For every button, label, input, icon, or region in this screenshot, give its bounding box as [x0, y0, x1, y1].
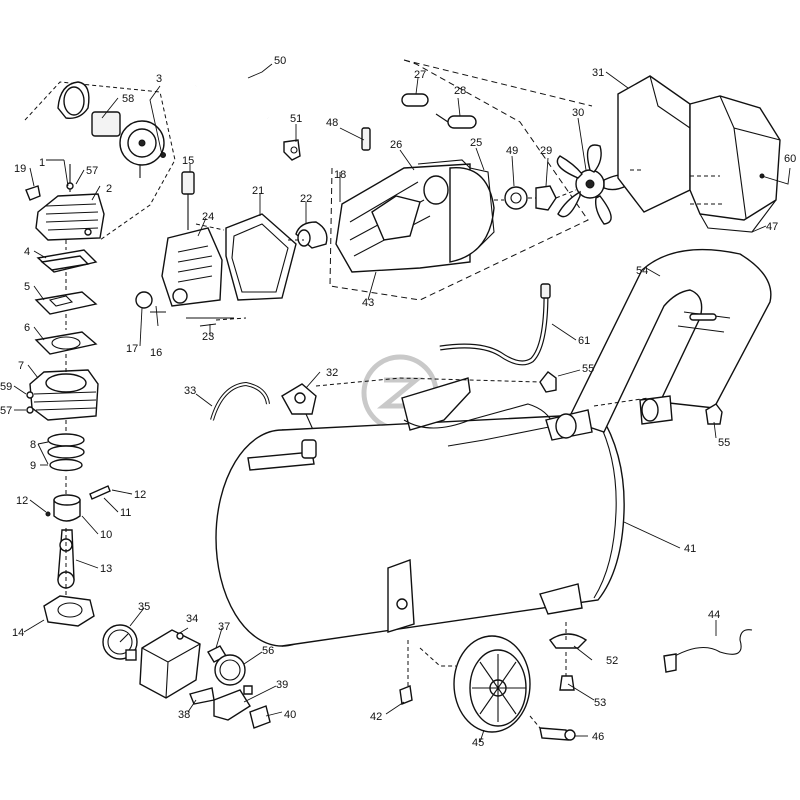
- callout-56: 56: [262, 645, 274, 657]
- callout-13: 13: [100, 563, 112, 575]
- axle-bolt: [539, 727, 576, 741]
- callout-2: 2: [106, 183, 112, 195]
- callout-53: 53: [594, 697, 606, 709]
- fittings-manifold: [189, 645, 271, 729]
- motor-housing: [335, 127, 495, 273]
- callout-38: 38: [178, 709, 190, 721]
- callout-32: 32: [326, 367, 338, 379]
- callout-25: 25: [470, 137, 482, 149]
- motor-group-outline: [329, 59, 589, 301]
- callout-42: 42: [370, 711, 382, 723]
- callout-3: 3: [156, 73, 162, 85]
- callout-45: 45: [472, 737, 484, 749]
- callout-33: 33: [184, 385, 196, 397]
- callout-39: 39: [276, 679, 288, 691]
- air-tank: [215, 413, 625, 647]
- leader-lines: [13, 63, 791, 743]
- callout-55-top: 55: [582, 363, 594, 375]
- hose-50: [195, 76, 270, 119]
- callout-59: 59: [0, 381, 12, 393]
- callout-35: 35: [138, 601, 150, 613]
- fan-and-hub: [504, 144, 628, 225]
- callout-6: 6: [24, 322, 30, 334]
- pressure-gauge-35: [102, 624, 138, 661]
- pump-group-outline: [24, 81, 176, 241]
- callout-19: 19: [14, 163, 26, 175]
- power-cord: [663, 629, 753, 673]
- elbow-fitting-51: [283, 139, 301, 161]
- callout-29: 29: [540, 145, 552, 157]
- callout-7: 7: [18, 360, 24, 372]
- callout-60: 60: [784, 153, 796, 165]
- tube-33: [210, 381, 270, 421]
- callout-40: 40: [284, 709, 296, 721]
- callout-61: 61: [578, 335, 590, 347]
- callout-labels: 1 2 3 4 5 6 7 8 9 10 11 12 12 13 14 15 1…: [0, 55, 796, 749]
- gasket-valve-plate-stack: [34, 249, 98, 355]
- callout-48: 48: [326, 117, 338, 129]
- callout-57-top: 57: [86, 165, 98, 177]
- wheel: [453, 635, 531, 733]
- callout-8: 8: [30, 439, 36, 451]
- callout-9: 9: [30, 460, 36, 472]
- callout-27: 27: [414, 69, 426, 81]
- shroud-cover: [617, 75, 781, 233]
- crankcase-gasket: [43, 595, 95, 627]
- callout-26: 26: [390, 139, 402, 151]
- capacitors: [401, 93, 477, 129]
- callout-11: 11: [120, 507, 131, 519]
- callout-12-right: 12: [134, 489, 146, 501]
- callout-49: 49: [506, 145, 518, 157]
- crankcase-cover-assembly: [135, 171, 297, 327]
- rubber-foot: [548, 633, 588, 691]
- callout-1: 1: [39, 157, 45, 169]
- callout-23: 23: [202, 331, 214, 343]
- drain-nut-42: [399, 685, 413, 705]
- callout-14: 14: [12, 627, 24, 639]
- callout-52: 52: [606, 655, 618, 667]
- callout-24: 24: [202, 211, 214, 223]
- callout-21: 21: [252, 185, 264, 197]
- callout-16: 16: [150, 347, 162, 359]
- piston: [45, 485, 111, 522]
- callout-28: 28: [454, 85, 466, 97]
- callout-37: 37: [218, 621, 230, 633]
- callout-54: 54: [636, 265, 648, 277]
- callout-18: 18: [334, 169, 346, 181]
- intake-filter-assembly: [57, 81, 166, 178]
- tube-61: [439, 283, 551, 366]
- callout-44: 44: [708, 609, 720, 621]
- handle: [545, 248, 772, 441]
- callout-43: 43: [362, 297, 374, 309]
- callout-47: 47: [766, 221, 778, 233]
- cylinder: [26, 369, 99, 421]
- callout-4: 4: [24, 246, 30, 258]
- callout-58: 58: [122, 93, 134, 105]
- callout-15: 15: [182, 155, 194, 167]
- callout-57-side: 57: [0, 405, 12, 417]
- motor-group-outline-2: [403, 59, 593, 107]
- callout-10: 10: [100, 529, 112, 541]
- callout-17: 17: [126, 343, 138, 355]
- callout-34: 34: [186, 613, 198, 625]
- knobs-55: [539, 371, 723, 425]
- callout-22: 22: [300, 193, 312, 205]
- callout-12-left: 12: [16, 495, 28, 507]
- check-valve-32: [281, 383, 317, 433]
- callout-41: 41: [684, 543, 696, 555]
- callout-50: 50: [274, 55, 286, 67]
- assembly-lines: [65, 169, 724, 729]
- callout-5: 5: [24, 281, 30, 293]
- valve-fitting: [295, 221, 328, 249]
- callout-51: 51: [290, 113, 302, 125]
- cylinder-head: [25, 164, 105, 241]
- callout-46: 46: [592, 731, 604, 743]
- callout-55-right: 55: [718, 437, 730, 449]
- callout-30: 30: [572, 107, 584, 119]
- pressure-switch: [139, 629, 201, 699]
- piston-rings: [47, 433, 85, 472]
- callout-31: 31: [592, 67, 604, 79]
